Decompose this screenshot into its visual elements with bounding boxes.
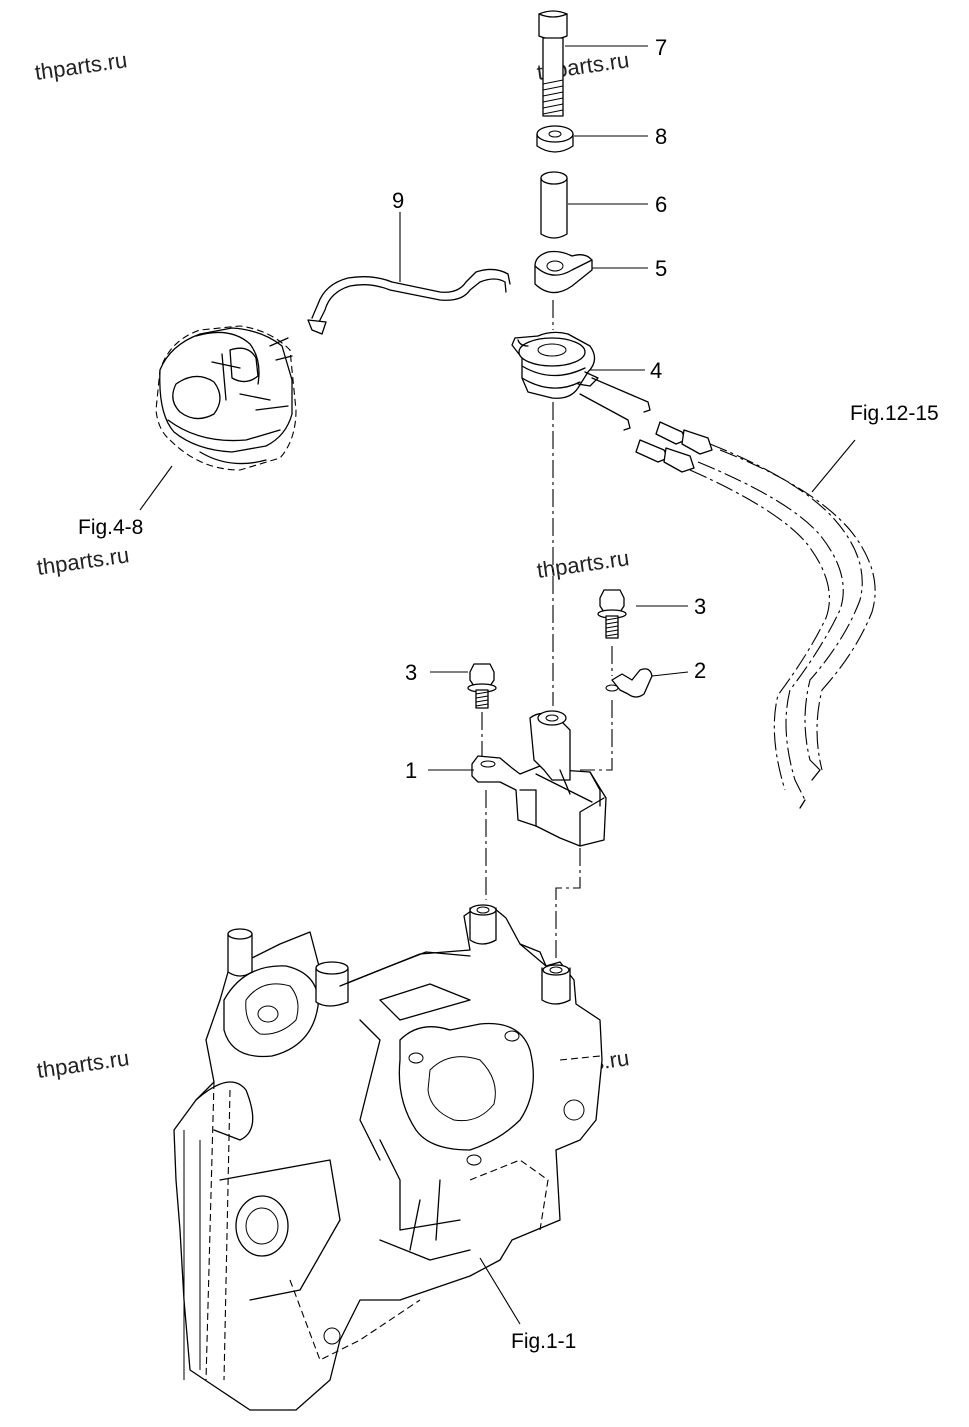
watermark-mid-center: thparts.ru	[535, 545, 631, 583]
carburetor-assembly	[155, 325, 297, 471]
callout-7: 7	[655, 35, 667, 60]
part-6-collar	[540, 171, 568, 239]
part-5-friction-piece	[534, 250, 593, 294]
part-3-bolt-right	[597, 589, 627, 639]
leader-lines	[139, 45, 856, 1325]
throttle-cables	[579, 377, 876, 809]
part-9-link-hose	[307, 268, 511, 335]
callout-2: 2	[694, 658, 706, 683]
part-1-bracket	[471, 710, 607, 847]
alignment-lines	[481, 300, 613, 960]
callout-3-right: 3	[694, 594, 706, 619]
watermark-top-left: thparts.ru	[33, 47, 129, 85]
callout-4: 4	[650, 358, 662, 383]
crankcase-assembly	[173, 904, 603, 1411]
watermark-lower-left: thparts.ru	[35, 1045, 131, 1083]
callout-6: 6	[655, 192, 667, 217]
callout-8: 8	[655, 124, 667, 149]
figure-ref-carburetor: Fig.4-8	[78, 516, 143, 539]
part-7-bolt	[538, 10, 568, 117]
callout-5: 5	[655, 256, 667, 281]
part-4-throttle-pulley	[511, 331, 599, 399]
figure-ref-crankcase: Fig.1-1	[511, 1330, 576, 1353]
figure-ref-cables: Fig.12-15	[850, 402, 939, 425]
part-8-washer	[536, 125, 574, 153]
callout-3-left: 3	[405, 660, 417, 685]
callout-9: 9	[392, 188, 404, 213]
callout-1: 1	[405, 758, 417, 783]
part-3-bolt-left	[467, 663, 497, 709]
watermark-mid-left: thparts.ru	[35, 542, 131, 580]
part-2-cable-clip	[605, 668, 653, 698]
